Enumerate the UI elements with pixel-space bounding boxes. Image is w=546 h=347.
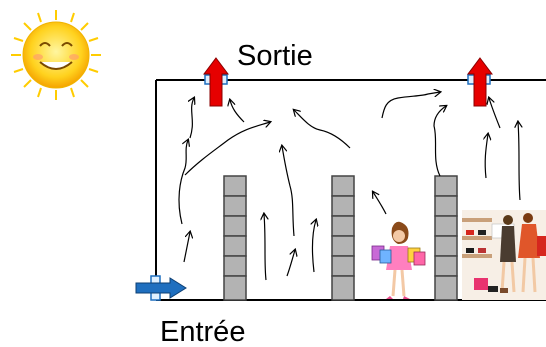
entry-label: Entrée	[160, 316, 246, 347]
sun-icon	[11, 10, 101, 100]
exit-label: Sortie	[237, 40, 313, 72]
customer-paths	[178, 92, 520, 281]
shelf-2	[331, 175, 355, 301]
shopper-icon	[371, 221, 426, 299]
exit-arrow-left-icon	[203, 57, 229, 107]
shelf-3	[434, 175, 458, 301]
shelf-1	[223, 175, 247, 301]
entry-arrow-icon	[135, 277, 187, 299]
exit-arrow-right-icon	[467, 57, 493, 107]
shoe-shop-scene-icon	[462, 210, 546, 300]
